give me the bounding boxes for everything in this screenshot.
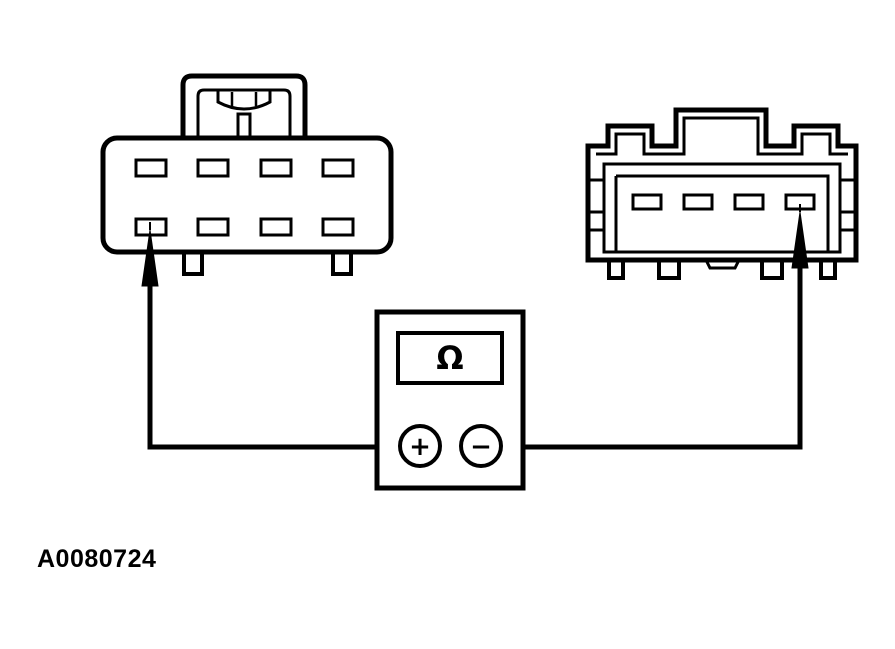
connector-pin (259, 158, 293, 178)
ohmmeter: Ω + − (374, 309, 526, 491)
negative-terminal: − (459, 424, 503, 468)
meter-display (396, 331, 504, 385)
positive-terminal-label: + (409, 432, 431, 462)
connector-pin (733, 193, 765, 211)
positive-terminal: + (398, 424, 442, 468)
right-connector-body (585, 107, 859, 263)
left-connector (100, 73, 394, 276)
negative-probe-tip (791, 211, 809, 269)
figure-id: A0080724 (37, 545, 157, 573)
negative-test-lead (502, 268, 803, 450)
connector-pin (321, 158, 355, 178)
ohm-symbol: Ω (436, 339, 463, 377)
positive-probe-tip (141, 229, 159, 287)
connector-pin (321, 217, 355, 237)
probe-tips (141, 204, 809, 287)
test-leads (147, 268, 803, 450)
positive-test-lead (147, 282, 400, 450)
connector-pin (259, 217, 293, 237)
connector-pin (196, 158, 230, 178)
connector-pin (196, 217, 230, 237)
left-connector-body (100, 135, 394, 255)
connector-pin (682, 193, 714, 211)
connector-pin (134, 158, 168, 178)
right-connector (585, 107, 859, 280)
negative-terminal-label: − (470, 432, 492, 462)
right-connector-pins (631, 193, 816, 211)
left-connector-pins (134, 158, 355, 237)
connector-pin (631, 193, 663, 211)
